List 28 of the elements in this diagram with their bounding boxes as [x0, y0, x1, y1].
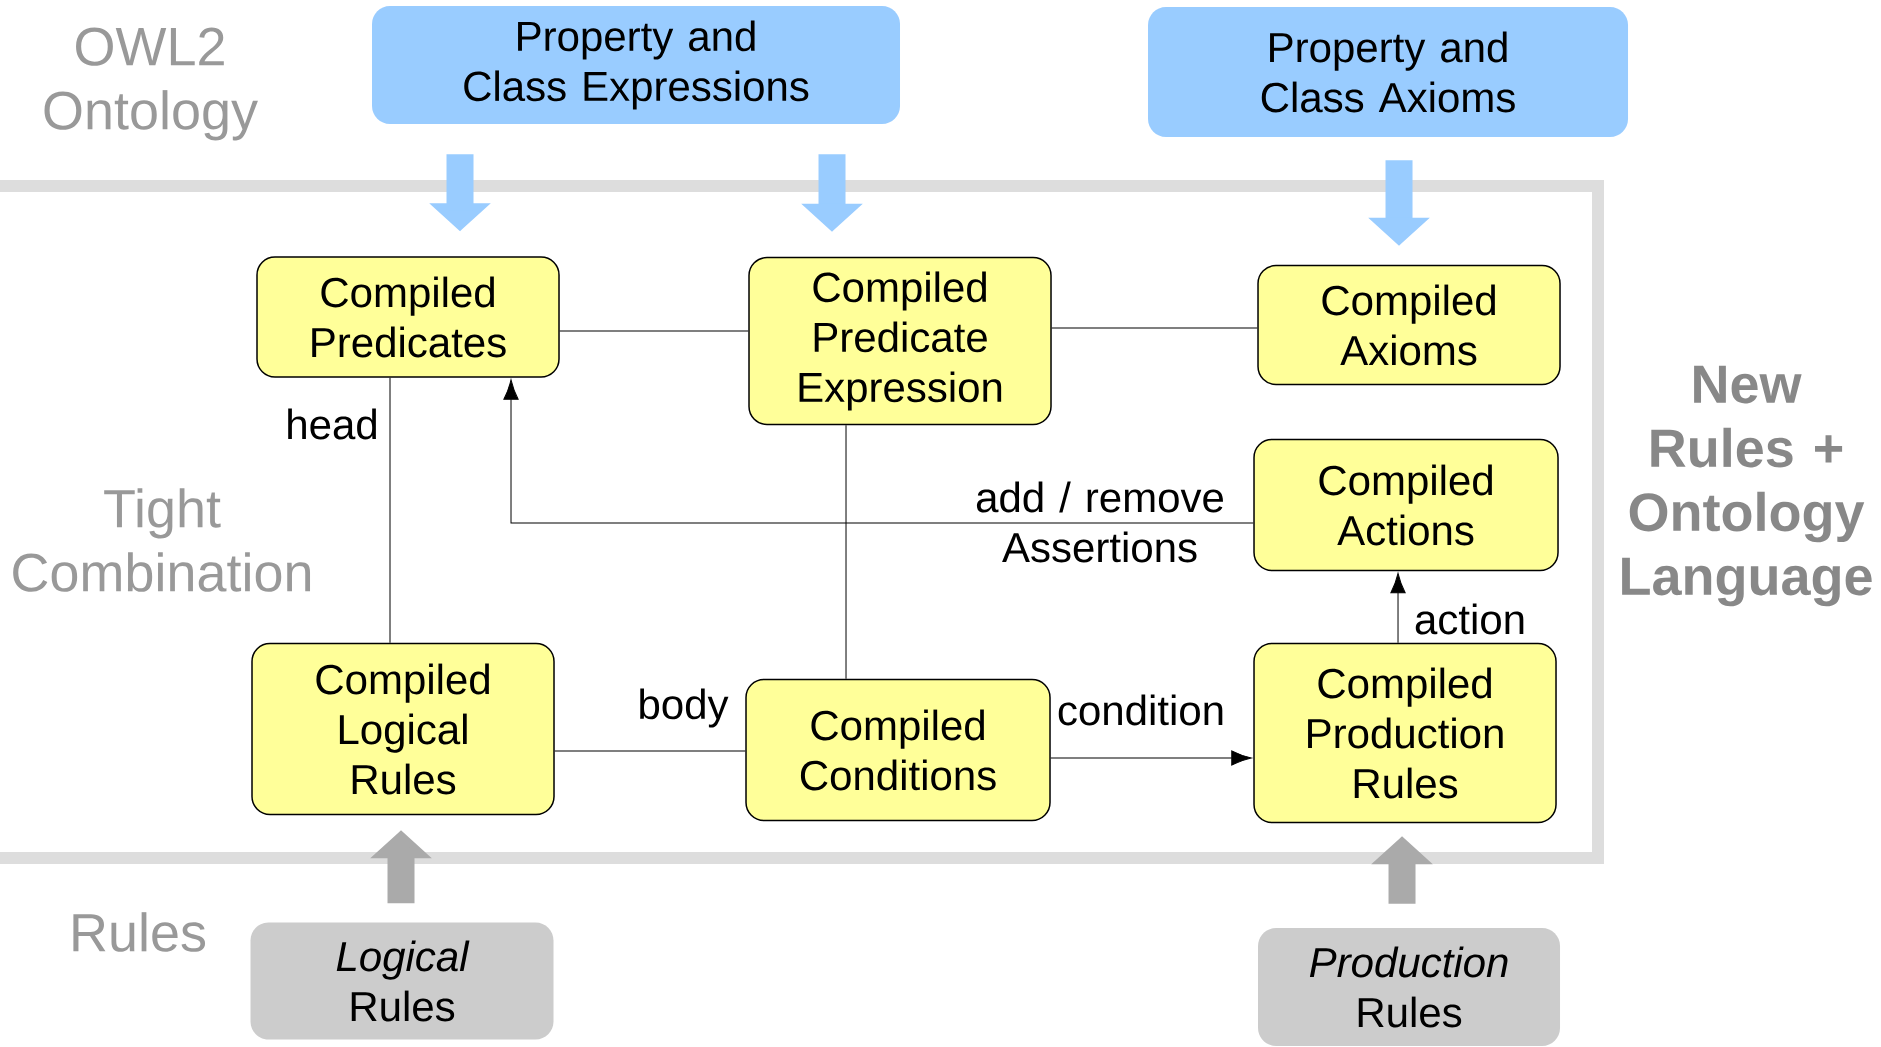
- arrow: [1050, 750, 1252, 766]
- process-box: Compiled Actions: [1253, 438, 1559, 572]
- section-label: New Rules + Ontology Language: [1622, 365, 1872, 607]
- process-box: Compiled Logical Rules: [251, 642, 555, 816]
- connector-line: [559, 330, 749, 332]
- section-label: OWL2 Ontology: [44, 27, 258, 141]
- process-box: Compiled Predicate Expression: [748, 256, 1052, 426]
- connector-line: [1051, 327, 1258, 329]
- arrow: [503, 379, 1254, 524]
- edge-label: add / remove Assertions: [976, 481, 1223, 563]
- process-box: Compiled Conditions: [745, 678, 1051, 822]
- edge-label: action: [1415, 603, 1524, 635]
- connector-line: [554, 750, 746, 752]
- connector-line: [389, 377, 391, 644]
- source-box: Production Rules: [1258, 928, 1560, 1046]
- edge-label: body: [640, 688, 729, 728]
- section-label: Tight Combination: [13, 488, 310, 592]
- title-box: Property and Class Expressions: [372, 6, 900, 124]
- section-label: Rules: [73, 912, 206, 952]
- arrow: [1390, 572, 1406, 644]
- connector-line: [845, 424, 847, 680]
- edge-label: condition: [1058, 694, 1223, 726]
- process-box: Compiled Axioms: [1257, 264, 1561, 386]
- edge-label: head: [288, 408, 376, 440]
- process-box: Compiled Predicates: [256, 256, 560, 378]
- title-box: Property and Class Axioms: [1148, 7, 1628, 137]
- process-box: Compiled Production Rules: [1253, 642, 1557, 824]
- source-box: Logical Rules: [250, 922, 554, 1040]
